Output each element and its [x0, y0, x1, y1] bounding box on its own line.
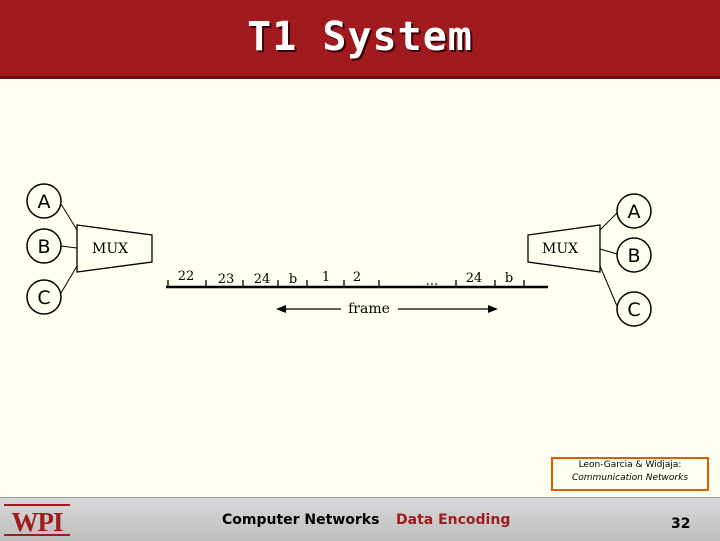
left-mux-label: MUX	[92, 241, 128, 257]
left-source-b: B	[26, 228, 62, 264]
frame-label: frame	[348, 301, 390, 317]
slot-label: ...	[426, 274, 438, 289]
left-source-a-label: A	[38, 191, 51, 213]
citation-box: Leon-Garcia & Widjaja: Communication Net…	[551, 457, 709, 491]
slot-label: 24	[254, 272, 271, 287]
right-source-a-label: A	[628, 201, 641, 223]
right-source-b-label: B	[627, 245, 640, 267]
right-source-c-label: C	[627, 299, 640, 321]
slot-label: 22	[178, 269, 195, 284]
slot-label: 23	[218, 272, 235, 287]
right-source-a: A	[616, 193, 652, 229]
right-source-b: B	[616, 237, 652, 273]
slot-label: b	[505, 271, 513, 286]
wpi-logo: WPI	[4, 504, 70, 537]
title-bar: T1 System	[0, 0, 720, 79]
slot-label: 24	[466, 271, 483, 286]
left-mux-shape	[76, 224, 153, 273]
right-mux-shape	[527, 224, 601, 273]
slot-label: 1	[322, 270, 330, 285]
source-connectors	[60, 203, 618, 307]
right-source-c: C	[616, 291, 652, 327]
slot-labels: 22 23 24 b 1 2 ... 24 b	[178, 269, 513, 289]
left-source-a: A	[26, 183, 62, 219]
left-source-c: C	[26, 279, 62, 315]
page-number: 32	[671, 516, 691, 532]
citation-line-2: Communication Networks	[571, 473, 689, 483]
left-source-b-label: B	[37, 236, 50, 258]
slide-title: T1 System	[247, 14, 473, 60]
footer-course: Computer Networks	[222, 512, 380, 528]
left-source-c-label: C	[37, 287, 50, 309]
footer-bar: WPI Computer Networks Data Encoding 32	[0, 497, 720, 541]
slot-ticks	[167, 280, 525, 287]
frame-arrow	[276, 305, 498, 313]
slot-label: 2	[353, 270, 361, 285]
right-mux-label: MUX	[542, 241, 578, 257]
footer-topic: Data Encoding	[396, 512, 511, 528]
slot-label: b	[289, 272, 297, 287]
citation-line-1: Leon-Garcia & Widjaja:	[578, 460, 682, 470]
